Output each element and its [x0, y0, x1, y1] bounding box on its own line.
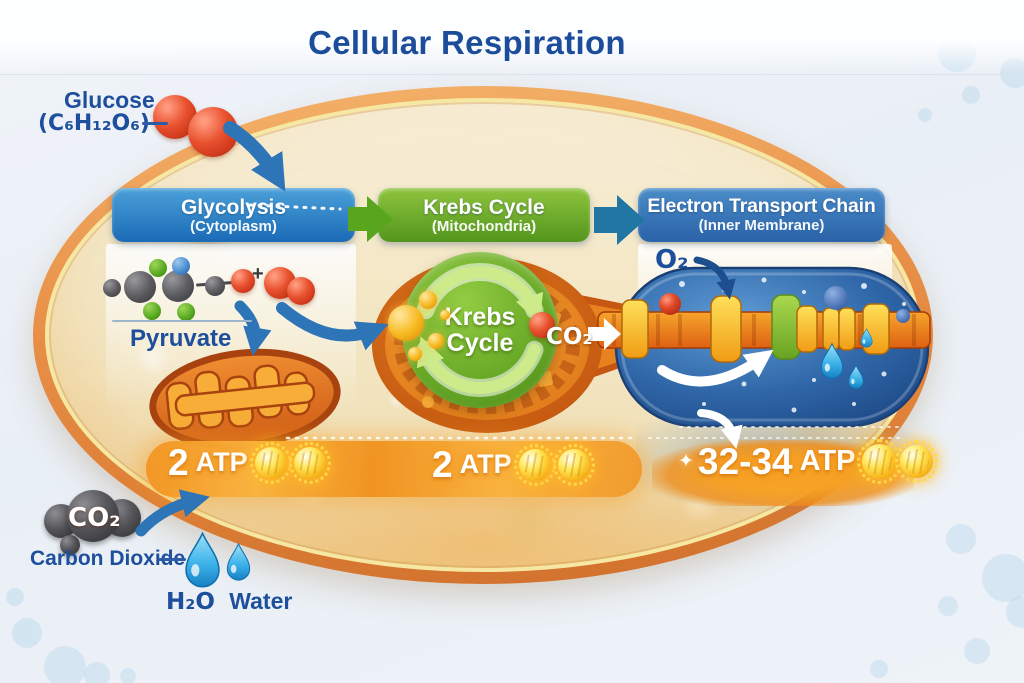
proton-sphere: [824, 286, 848, 310]
proton-sphere: [896, 309, 910, 323]
metabolite-sphere: [428, 333, 444, 349]
krebs-cycle-circle: Krebs Cycle: [402, 252, 558, 408]
background-bubble: [982, 554, 1024, 602]
atp-molecule-icon: [513, 443, 556, 486]
carbon-atom: [205, 276, 225, 296]
krebs-circle-label: Krebs Cycle: [444, 302, 516, 357]
atp-molecule-icon: [895, 440, 939, 483]
etc-membrane-illustration: [597, 266, 931, 428]
atp-molecule-icon: [249, 441, 292, 484]
hydrogen-atom: [149, 259, 167, 277]
oxygen-molecule-sphere: [287, 277, 315, 305]
stage-location: (Mitochondria): [431, 217, 537, 235]
oxygen-atom-blue: [172, 257, 190, 275]
background-bubble: [6, 588, 24, 606]
background-bubble: [962, 86, 980, 104]
water-droplet-icon: [226, 541, 251, 583]
pyruvate-underline: [112, 320, 252, 322]
carbon-atom: [124, 271, 156, 303]
matrix-speckle: [422, 396, 434, 408]
glycolysis-atp-yield: 2 ATP: [168, 441, 331, 484]
protein-complexes: [621, 294, 890, 363]
co2-molecule-label: CO₂: [68, 503, 121, 533]
metabolite-sphere: [388, 305, 424, 341]
background-bubble: [964, 638, 990, 664]
stage-name: Electron Transport Chain: [647, 195, 876, 218]
glucose-label: Glucose: [64, 87, 155, 113]
protein-complex: [796, 305, 818, 353]
krebs-circle-line2: Cycle: [446, 329, 514, 357]
background-bubble: [870, 660, 888, 678]
mitochondrion-cristae: [165, 364, 316, 430]
atp-count: 2: [432, 444, 453, 485]
cycle-arrow-bottom: [416, 336, 541, 394]
glucose-formula: (C₆H₁₂O₆): [38, 111, 150, 136]
atp-molecule-icon: [552, 443, 595, 486]
stage-location: (Inner Membrane): [698, 216, 825, 234]
water-formula: H₂O: [166, 589, 215, 615]
oxygen-atom: [231, 269, 255, 293]
electron-carrier-sphere: [659, 293, 681, 315]
background-bubble: [12, 618, 42, 648]
atp-count: 32-34: [697, 441, 793, 482]
metabolite-sphere: [440, 310, 450, 320]
stage-header-glycolysis: Glycolysis (Cytoplasm): [112, 188, 355, 242]
plus-sign: +: [252, 263, 264, 285]
stage-header-krebs-cycle: Krebs Cycle (Mitochondria): [378, 188, 590, 242]
sparkle-icon: ✦: [678, 451, 694, 472]
water-droplet-icon: [184, 531, 221, 589]
glucose-sphere: [188, 107, 238, 157]
stage-name: Glycolysis: [180, 195, 287, 219]
protein-complex-green: [771, 294, 801, 360]
water-name: Water: [229, 588, 293, 614]
protein-complex: [822, 307, 840, 351]
atp-unit: ATP: [459, 449, 512, 479]
cycle-arrow-top: [419, 266, 544, 324]
protein-complex: [621, 299, 649, 359]
stage-name: Krebs Cycle: [423, 195, 545, 219]
krebs-circle-line1: Krebs: [444, 302, 516, 331]
atp-molecule-icon: [857, 439, 903, 484]
carbon-dioxide-sphere: [60, 535, 80, 555]
atp-unit: ATP: [195, 447, 248, 477]
atp-molecule-icon: [288, 441, 331, 484]
background-bubble: [120, 668, 136, 683]
hydrogen-atom: [143, 302, 161, 320]
stage-location: (Cytoplasm): [190, 217, 277, 235]
etc-atp-yield: ✦ 32-34 ATP: [678, 439, 939, 484]
leader-line: [158, 558, 186, 561]
atp-unit: ATP: [799, 445, 856, 477]
protein-complex: [710, 295, 742, 363]
krebs-cycle-arrows: [416, 263, 544, 397]
carbon-atom: [162, 270, 194, 302]
water-label: H₂O Water: [166, 588, 293, 616]
background-bubble: [938, 596, 958, 616]
krebs-co2-label: CO₂: [546, 324, 593, 350]
page-title: Cellular Respiration: [308, 24, 626, 61]
background-bubble: [1006, 596, 1024, 628]
metabolite-sphere: [419, 291, 437, 309]
background-bubble: [918, 108, 932, 122]
pyruvate-label: Pyruvate: [130, 325, 232, 352]
carbon-atom: [103, 279, 121, 297]
leader-line: [142, 122, 168, 125]
background-bubble: [44, 646, 86, 683]
carbon-dioxide-label: Carbon Dioxide: [30, 547, 186, 570]
carbon-dioxide-sphere: [67, 490, 119, 542]
electron-flow-arrow: [657, 349, 774, 387]
protein-complex: [838, 307, 856, 351]
oxygen-label: O₂: [655, 245, 689, 275]
hydrogen-atom: [177, 303, 195, 321]
title-band: [0, 0, 1024, 75]
krebs-atp-yield: 2 ATP: [432, 443, 595, 486]
stage-header-electron-transport-chain: Electron Transport Chain (Inner Membrane…: [638, 188, 885, 242]
background-bubble: [946, 524, 976, 554]
mitochondrion-illustration: [149, 348, 341, 450]
metabolite-sphere: [408, 347, 422, 361]
atp-count: 2: [168, 442, 189, 483]
background-bubble: [84, 662, 110, 683]
